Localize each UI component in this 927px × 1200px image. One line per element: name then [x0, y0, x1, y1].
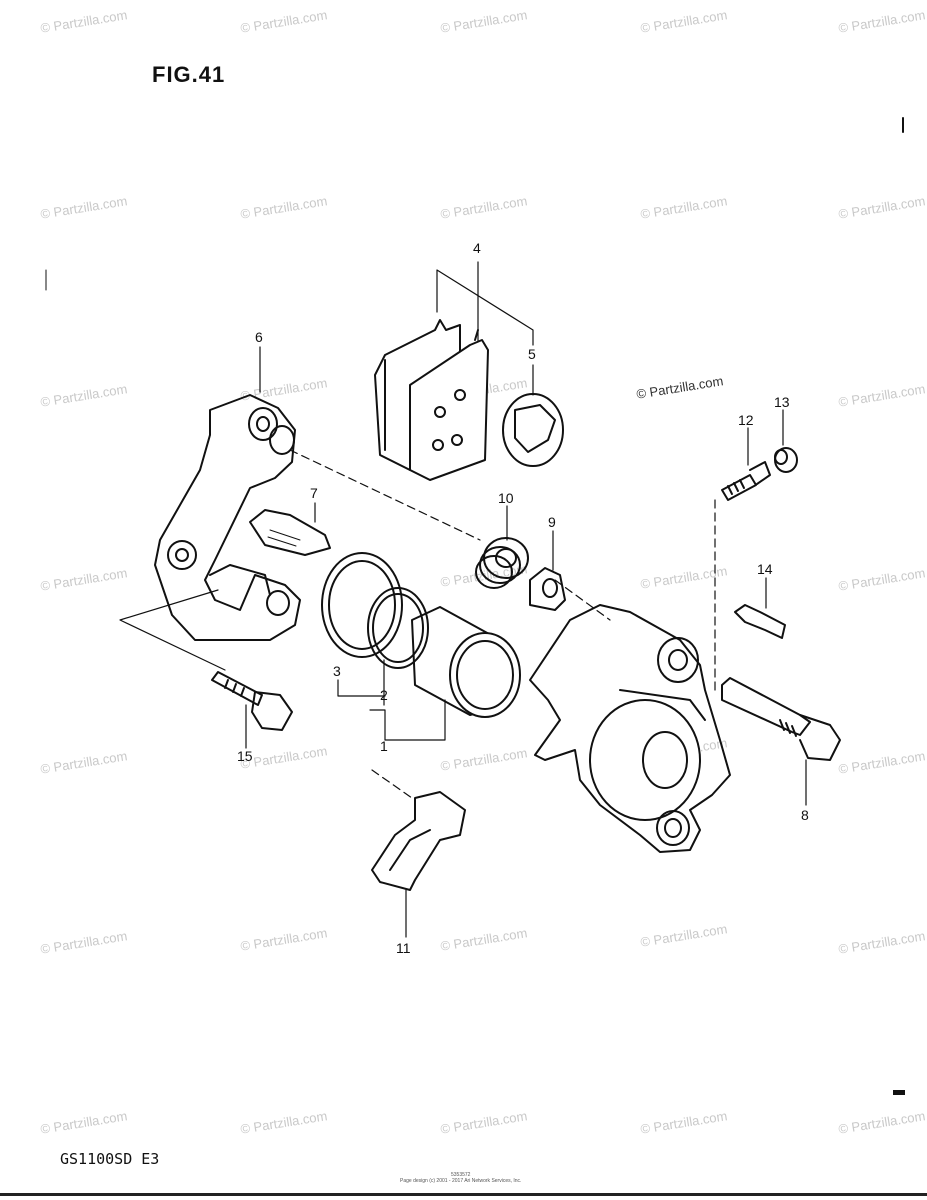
sleeve-boot-part-9 [529, 567, 566, 611]
callout-3: 3 [333, 663, 341, 679]
callout-15: 15 [237, 748, 253, 764]
pad-shim-part-5 [502, 393, 564, 467]
callout-2: 2 [380, 687, 388, 703]
assembly-lines [289, 449, 716, 799]
caliper-body [529, 604, 731, 853]
pad-retainer-part-14 [734, 604, 786, 639]
pin-bolt-part-8 [721, 677, 841, 761]
caliper-bracket-part-6 [154, 394, 301, 641]
copyright-notice: 5353572 Page design (c) 2001 - 2017 Ari … [400, 1172, 521, 1184]
bleeder-cap-part-13 [774, 447, 798, 473]
boot-part-10 [475, 537, 529, 589]
brake-pads-part-4 [374, 319, 489, 481]
piston-part-1 [411, 606, 521, 718]
bolt-part-15 [211, 671, 293, 731]
bleeder-screw-part-12 [721, 461, 771, 501]
callout-12: 12 [738, 412, 754, 428]
callout-1: 1 [380, 738, 388, 754]
copyright-text: Page design (c) 2001 - 2017 Ari Network … [400, 1178, 522, 1184]
callout-13: 13 [774, 394, 790, 410]
diagram-id: 5353572 [450, 1172, 471, 1178]
figure-title: FIG.41 [152, 62, 226, 87]
shim-clip-part-11 [371, 791, 466, 891]
callout-4: 4 [473, 240, 481, 256]
callout-9: 9 [548, 514, 556, 530]
callout-6: 6 [255, 329, 263, 345]
piston-seal-part-2 [367, 587, 429, 669]
scan-mark [893, 1090, 905, 1095]
dust-seal-part-3 [321, 552, 403, 658]
callout-11: 11 [396, 940, 411, 956]
callout-7: 7 [310, 485, 318, 501]
callout-10: 10 [498, 490, 514, 506]
model-code: GS1100SD E3 [60, 1150, 160, 1168]
pad-spring-part-7 [249, 509, 331, 556]
leader-lines [119, 261, 807, 938]
callout-5: 5 [528, 346, 536, 362]
callout-14: 14 [757, 561, 773, 577]
bottom-border [0, 1193, 927, 1196]
callout-8: 8 [801, 807, 809, 823]
